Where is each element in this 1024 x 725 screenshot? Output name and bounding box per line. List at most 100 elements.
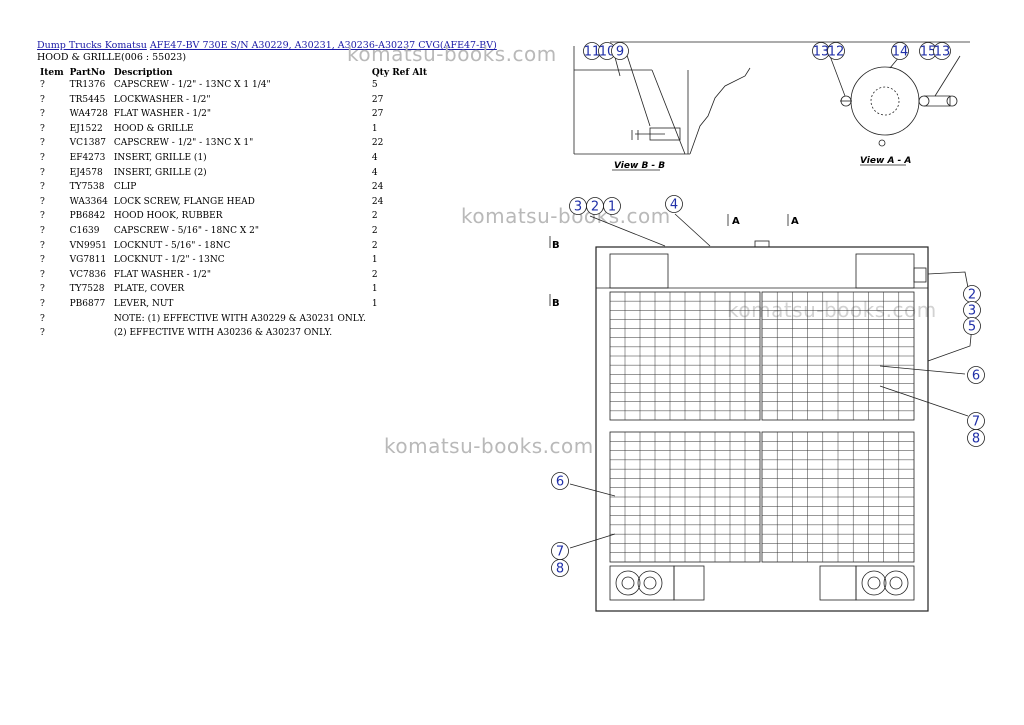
cell-qty: 24 — [371, 196, 384, 207]
cell-partno: C1639 — [69, 225, 100, 236]
cell-partno: VC1387 — [69, 138, 106, 149]
cell-item: ? — [40, 123, 45, 134]
callout-label: 3 — [968, 304, 976, 319]
cell-qty: 24 — [371, 182, 384, 193]
cell-qty: 1 — [371, 298, 378, 309]
cell-partno: TR1376 — [69, 80, 106, 90]
callout-2: 2 — [586, 197, 604, 215]
cell-item: ? — [40, 284, 45, 295]
callout-3: 3 — [569, 197, 587, 215]
section-marker-a: A — [732, 216, 740, 227]
cell-item: ? — [40, 196, 45, 207]
view-b-detail: View B - B — [573, 45, 751, 171]
callout-label: 7 — [972, 415, 980, 430]
callout-label: 4 — [670, 198, 678, 213]
cell-description: LOCK SCREW, FLANGE HEAD — [113, 196, 255, 207]
watermark: komatsu-books.com — [461, 204, 671, 228]
cell-qty: 2 — [371, 240, 378, 251]
table-header-row: Item PartNo Description Qty Ref Alt — [37, 66, 430, 80]
callout-7: 7 — [551, 542, 569, 560]
cell-partno — [67, 328, 111, 343]
callout-7: 7 — [967, 412, 985, 430]
cell-description: LOCKNUT - 1/2" - 13NC — [113, 255, 225, 266]
cell-item: ? — [40, 94, 45, 105]
callout-9: 9 — [611, 42, 629, 60]
page-title: HOOD & GRILLE(006 : 55023) — [37, 52, 187, 63]
cell-item: ? — [40, 152, 45, 163]
cell-item: ? — [40, 313, 45, 324]
callout-label: 12 — [828, 45, 845, 60]
callout-label: 6 — [972, 369, 980, 384]
callout-1: 1 — [603, 197, 621, 215]
cell-description: HOOD HOOK, RUBBER — [113, 211, 223, 222]
cell-qty — [369, 314, 430, 329]
breadcrumb: Dump Trucks Komatsu AFE47-BV 730E S/N A3… — [37, 40, 497, 51]
callout-13: 13 — [812, 42, 830, 60]
header-partno: PartNo — [69, 67, 106, 78]
section-marker-b: B — [552, 298, 560, 309]
cell-partno: EF4273 — [69, 152, 106, 163]
cell-partno: EJ4578 — [69, 167, 103, 178]
callout-label: 9 — [616, 45, 624, 60]
cell-partno: WA3364 — [69, 196, 108, 207]
parts-table: Item PartNo Description Qty Ref Alt ? TR1… — [37, 66, 430, 343]
cell-description: INSERT, GRILLE (2) — [113, 167, 207, 178]
cell-item: ? — [40, 269, 45, 280]
callout-8: 8 — [967, 429, 985, 447]
cell-item: ? — [40, 182, 45, 193]
callout-13: 13 — [933, 42, 951, 60]
cell-qty: 1 — [371, 123, 378, 134]
cell-description: CAPSCREW - 1/2" - 13NC X 1" — [113, 138, 254, 149]
hood-grille-front-view — [569, 213, 973, 612]
callout-label: 8 — [556, 562, 564, 577]
table-row: ? TR1376 CAPSCREW - 1/2" - 13NC X 1 1/4" 5 — [37, 80, 430, 95]
callout-6: 6 — [967, 366, 985, 384]
parts-diagram: View B - B View A - A A A B B — [549, 41, 985, 612]
callout-label: 1 — [608, 200, 616, 215]
callout-4: 4 — [665, 195, 683, 213]
cell-qty: 4 — [371, 167, 378, 178]
callout-label: 7 — [556, 545, 564, 560]
cell-description: HOOD & GRILLE — [113, 123, 194, 134]
cell-description: LOCKWASHER - 1/2" — [113, 94, 211, 105]
view-a-detail: View A - A — [829, 55, 961, 166]
callout-label: 13 — [813, 45, 830, 60]
cell-item: ? — [40, 255, 45, 266]
cell-description: CAPSCREW - 1/2" - 13NC X 1 1/4" — [113, 80, 271, 90]
callout-label: 2 — [968, 288, 976, 303]
cell-description: (2) EFFECTIVE WITH A30236 & A30237 ONLY. — [113, 328, 333, 339]
callout-6: 6 — [551, 472, 569, 490]
cell-description: LOCKNUT - 5/16" - 18NC — [113, 240, 231, 251]
cell-partno: TR5445 — [69, 94, 106, 105]
table-row: ? WA3364 LOCK SCREW, FLANGE HEAD 24 — [37, 197, 430, 212]
breadcrumb-link-dump-trucks[interactable]: Dump Trucks Komatsu — [37, 40, 147, 51]
cell-partno: PB6842 — [69, 211, 106, 222]
cell-qty: 22 — [371, 138, 384, 149]
cell-qty: 27 — [371, 94, 384, 105]
cell-qty: 4 — [371, 152, 378, 163]
cell-item: ? — [40, 80, 45, 90]
cell-item: ? — [40, 167, 45, 178]
cell-description: INSERT, GRILLE (1) — [113, 152, 207, 163]
cell-item: ? — [40, 211, 45, 222]
cell-item: ? — [40, 109, 45, 120]
breadcrumb-link-model[interactable]: AFE47-BV 730E S/N A30229, A30231, A30236… — [149, 40, 497, 51]
cell-qty — [369, 328, 430, 343]
callout-label: 6 — [556, 475, 564, 490]
cell-partno: TY7538 — [69, 182, 105, 193]
cell-qty: 5 — [371, 80, 378, 90]
callout-label: 14 — [892, 45, 909, 60]
callout-label: 11 — [584, 45, 601, 60]
section-marker-a: A — [791, 216, 799, 227]
cell-partno: VG7811 — [69, 255, 107, 266]
callout-3: 3 — [963, 301, 981, 319]
